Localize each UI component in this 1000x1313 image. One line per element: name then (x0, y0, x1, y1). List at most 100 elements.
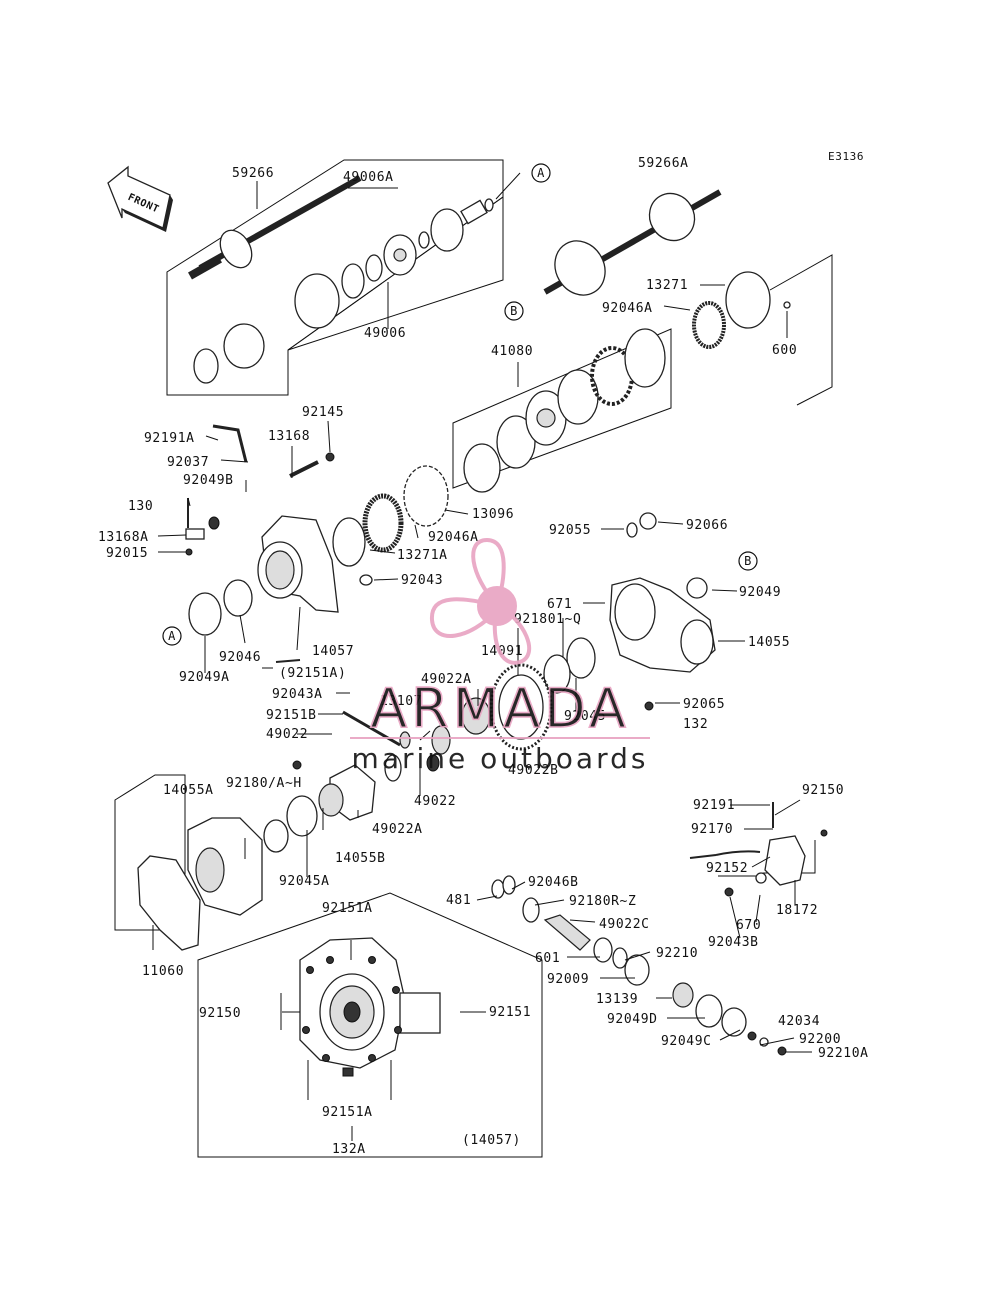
part-number-label: 14055B (335, 851, 386, 866)
part-number-label: 49022A (421, 672, 472, 687)
part-number-label: 92055 (549, 523, 591, 538)
svg-text:A: A (168, 629, 176, 643)
leader-line (711, 589, 738, 592)
axle-assembly-box (166, 159, 504, 396)
leader-line (157, 534, 187, 537)
leader-line (663, 305, 691, 311)
part-number-label: 92210 (656, 946, 698, 961)
part-number-label: 921801~Q (514, 612, 581, 627)
leader-lines (152, 172, 812, 1141)
part-number-label: 671 (547, 597, 572, 612)
part-number-label: 92043B (708, 935, 759, 950)
leader-line (220, 459, 249, 463)
part-number-label: 14055A (163, 783, 214, 798)
part-number-label: 92145 (302, 405, 344, 420)
armada-watermark: ARMADA marine outboards (350, 537, 650, 775)
assembled-housing (299, 937, 441, 1077)
gear-stack (332, 465, 449, 586)
leader-line (444, 509, 469, 515)
pinion-parts (491, 875, 787, 1056)
leader-line (624, 951, 651, 961)
leader-line (369, 549, 396, 554)
cv-boot-parts (193, 198, 494, 384)
front-arrow-icon: FRONT (107, 165, 173, 232)
part-number-label: 41080 (491, 344, 533, 359)
leader-line (755, 894, 761, 923)
leader-line (414, 524, 419, 539)
watermark-brand: ARMADA (370, 677, 630, 740)
part-number-label: 92049D (607, 1012, 658, 1027)
leader-line (511, 881, 526, 890)
differential-parts (137, 659, 376, 951)
part-number-label: 92049B (183, 473, 234, 488)
cover-bracket (114, 774, 186, 931)
callout-b: B (504, 301, 524, 321)
clutch-pack-box (452, 328, 672, 489)
leader-line (476, 895, 498, 901)
part-number-label: 18172 (776, 903, 818, 918)
svg-text:B: B (510, 304, 518, 318)
leader-line (239, 614, 246, 644)
clutch-plates (463, 328, 666, 493)
part-number-label: 92191A (144, 431, 195, 446)
part-number-label: 132A (332, 1142, 366, 1157)
leader-line (327, 420, 331, 453)
ring-gear (342, 663, 553, 782)
part-number-label: 92049C (661, 1034, 712, 1049)
part-number-label: 14057 (312, 644, 354, 659)
part-number-label: 92046A (428, 530, 479, 545)
propeller-logo-icon (429, 537, 532, 665)
housing-inset-box (197, 892, 543, 1158)
part-number-label: 92043 (401, 573, 443, 588)
part-number-label: 14091 (481, 644, 523, 659)
part-number-label: 92180/A~H (226, 776, 302, 791)
part-number-label: 13168A (98, 530, 149, 545)
part-number-label: 42034 (778, 1014, 820, 1029)
seal-rings (692, 271, 791, 349)
leader-line (373, 578, 399, 581)
leader-line (657, 521, 684, 525)
part-number-label: 92037 (167, 455, 209, 470)
part-number-label: 92046B (528, 875, 579, 890)
drive-shaft-front (188, 175, 362, 280)
leader-line (729, 896, 741, 939)
part-number-label: 13096 (472, 507, 514, 522)
part-number-label: 13107 (380, 694, 422, 709)
svg-text:A: A (537, 166, 545, 180)
part-number-label: 13271A (397, 548, 448, 563)
part-number-label: 49022B (508, 763, 559, 778)
part-number-label: 92170 (691, 822, 733, 837)
part-number-label: 92015 (106, 546, 148, 561)
part-number-label: 59266 (232, 166, 274, 181)
callout-a: A (162, 626, 182, 646)
part-number-label: 13271 (646, 278, 688, 293)
leader-line (774, 799, 801, 816)
part-number-label: 14055 (748, 635, 790, 650)
part-number-label: 92151A (322, 901, 373, 916)
part-number-label: 49006 (364, 326, 406, 341)
part-number-label: 13139 (596, 992, 638, 1007)
leader-line (205, 435, 219, 441)
part-number-label: 92152 (706, 861, 748, 876)
watermark-tagline: marine outboards (352, 742, 649, 775)
part-number-label: 92150 (802, 783, 844, 798)
front-case (185, 424, 339, 636)
part-number-label: 132 (683, 717, 708, 732)
part-number-label: 49022A (372, 822, 423, 837)
part-number-label: 92049A (179, 670, 230, 685)
callout-markers: A B B A (162, 163, 758, 646)
rear-case (543, 512, 716, 711)
leader-line (759, 1037, 795, 1046)
part-number-label: 92049 (739, 585, 781, 600)
part-number-label: 92200 (799, 1032, 841, 1047)
leader-line (569, 919, 596, 923)
part-number-label: (14057) (462, 1133, 521, 1148)
part-number-label: 92066 (686, 518, 728, 533)
part-number-label: 670 (736, 918, 761, 933)
part-number-label: 49022 (414, 794, 456, 809)
callout-b: B (738, 551, 758, 571)
part-number-label: 92151 (489, 1005, 531, 1020)
part-number-label: 92045 (564, 709, 606, 724)
part-number-label: 92046A (602, 301, 653, 316)
part-number-label: 11060 (142, 964, 184, 979)
